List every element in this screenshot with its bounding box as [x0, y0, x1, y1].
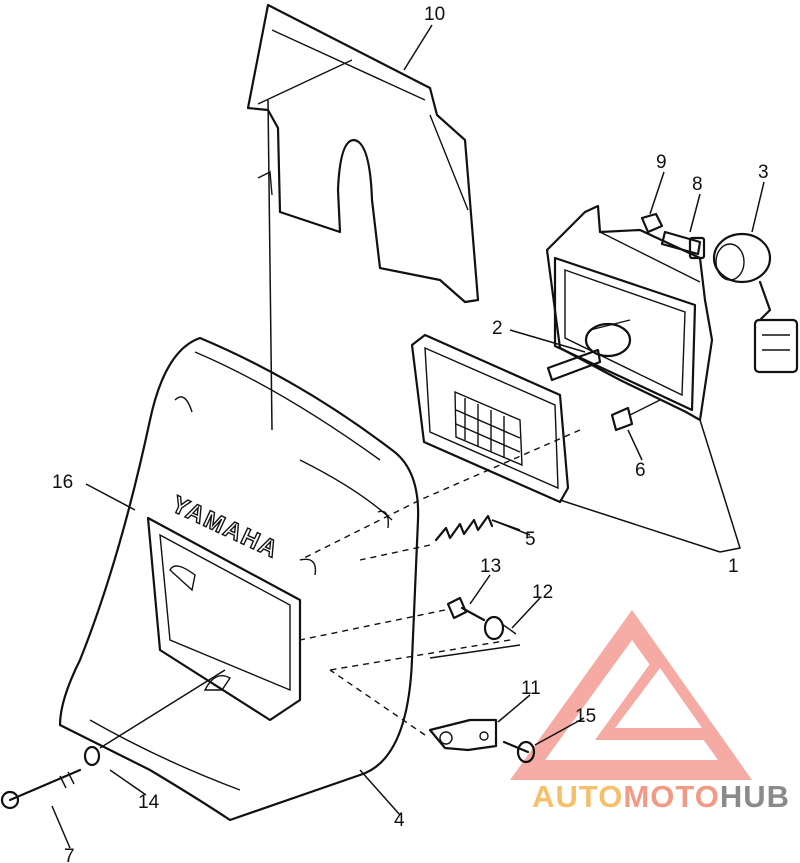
clip-part — [610, 399, 661, 432]
cover-plate-part — [246, 3, 480, 304]
grommet-part — [483, 615, 517, 641]
callout-12: 12 — [532, 582, 553, 603]
headlight-housing-part — [545, 204, 714, 422]
watermark-text: AUTOMOTOHUB — [532, 779, 790, 815]
bolt-part — [446, 596, 486, 622]
callout-7: 7 — [64, 846, 75, 863]
callout-3: 3 — [758, 162, 769, 183]
nut-part — [640, 212, 664, 234]
callout-8: 8 — [692, 174, 703, 195]
callout-1: 1 — [728, 556, 739, 577]
headlight-lens-part — [410, 333, 570, 504]
callout-13: 13 — [480, 556, 501, 577]
bracket-part — [428, 718, 498, 752]
callout-6: 6 — [635, 460, 646, 481]
watermark-hub: HUB — [719, 779, 790, 814]
callout-9: 9 — [656, 152, 667, 173]
callout-15: 15 — [575, 706, 596, 727]
callout-2: 2 — [492, 318, 503, 339]
callout-10: 10 — [424, 4, 445, 25]
watermark-moto: MOTO — [623, 779, 720, 814]
leader-lines — [51, 24, 765, 849]
cowl-brand-text: YAMAHA — [167, 491, 283, 564]
spring-part — [434, 514, 521, 542]
small-bolt-part — [502, 740, 536, 764]
long-bolt-part — [0, 768, 82, 810]
callout-5: 5 — [525, 529, 536, 550]
bulb-part — [546, 319, 632, 382]
adjust-screw-part — [660, 230, 706, 260]
watermark-logo-icon — [510, 610, 752, 780]
bulb-socket-part — [712, 232, 799, 374]
callout-16: 16 — [52, 472, 73, 493]
washer-part — [83, 745, 101, 767]
assembly-lines — [99, 99, 741, 749]
callout-4: 4 — [394, 810, 405, 831]
headlight-cowl-part — [58, 336, 420, 822]
callout-11: 11 — [521, 678, 541, 699]
watermark-auto: AUTO — [532, 779, 624, 814]
callout-14: 14 — [138, 792, 160, 813]
